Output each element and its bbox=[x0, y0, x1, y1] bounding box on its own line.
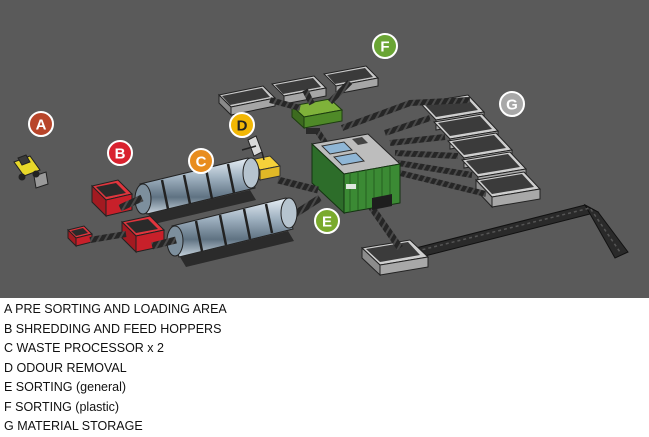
legend-item-e: E SORTING (general) bbox=[4, 380, 127, 394]
plastic-sorting-cabin bbox=[290, 98, 344, 134]
plastic-conveyor-1 bbox=[269, 97, 301, 111]
building-to-output-conveyor bbox=[367, 202, 403, 251]
waste-processor-lower bbox=[166, 197, 298, 267]
plastic-conveyor-3 bbox=[327, 79, 353, 105]
processor-to-sorting-conveyor bbox=[277, 176, 319, 194]
marker-d: D bbox=[229, 112, 255, 138]
marker-e: E bbox=[314, 208, 340, 234]
svg-text:B: B bbox=[115, 146, 126, 163]
svg-text:F: F bbox=[380, 39, 389, 56]
marker-f: F bbox=[372, 33, 398, 59]
long-output-conveyor bbox=[398, 203, 629, 260]
legend-item-d: D ODOUR REMOVAL bbox=[4, 360, 127, 375]
hopper-feed-conveyor-lower bbox=[151, 236, 177, 250]
marker-g: G bbox=[499, 91, 525, 117]
legend-item-g: G MATERIAL STORAGE bbox=[4, 419, 143, 433]
marker-a: A bbox=[28, 111, 54, 137]
hopper-feed-conveyor-upper bbox=[118, 194, 144, 212]
legend-item-a: A PRE SORTING AND LOADING AREA bbox=[4, 302, 227, 316]
legend-item-f: F SORTING (plastic) bbox=[4, 399, 120, 414]
storage-conveyor-3 bbox=[394, 150, 459, 159]
marker-b: B bbox=[107, 140, 133, 166]
top-conveyor bbox=[340, 97, 471, 131]
material-storage-bins bbox=[418, 94, 542, 209]
marker-c: C bbox=[188, 148, 214, 174]
output-storage-bin bbox=[360, 239, 430, 277]
storage-conveyor-1 bbox=[384, 115, 431, 136]
facility-illustration: A B C D E F G bbox=[0, 0, 649, 298]
feed-hopper-small bbox=[67, 225, 93, 248]
svg-text:C: C bbox=[196, 154, 207, 171]
loader-vehicle bbox=[13, 154, 49, 189]
legend-list: A PRE SORTING AND LOADING AREA B SHREDDI… bbox=[4, 300, 644, 437]
small-hopper-conveyor bbox=[89, 231, 127, 243]
svg-text:D: D bbox=[237, 118, 248, 135]
storage-conveyor-4 bbox=[397, 160, 473, 178]
plastic-conveyor-2 bbox=[302, 88, 315, 106]
general-sorting-building bbox=[310, 133, 402, 215]
svg-text:A: A bbox=[36, 117, 47, 134]
storage-conveyor-2 bbox=[389, 134, 446, 146]
storage-conveyor-5 bbox=[399, 170, 487, 197]
legend-item-b: B SHREDDING AND FEED HOPPERS bbox=[4, 321, 222, 336]
svg-text:G: G bbox=[506, 97, 518, 114]
svg-text:E: E bbox=[322, 214, 332, 231]
legend-item-c: C WASTE PROCESSOR x 2 bbox=[4, 341, 164, 355]
